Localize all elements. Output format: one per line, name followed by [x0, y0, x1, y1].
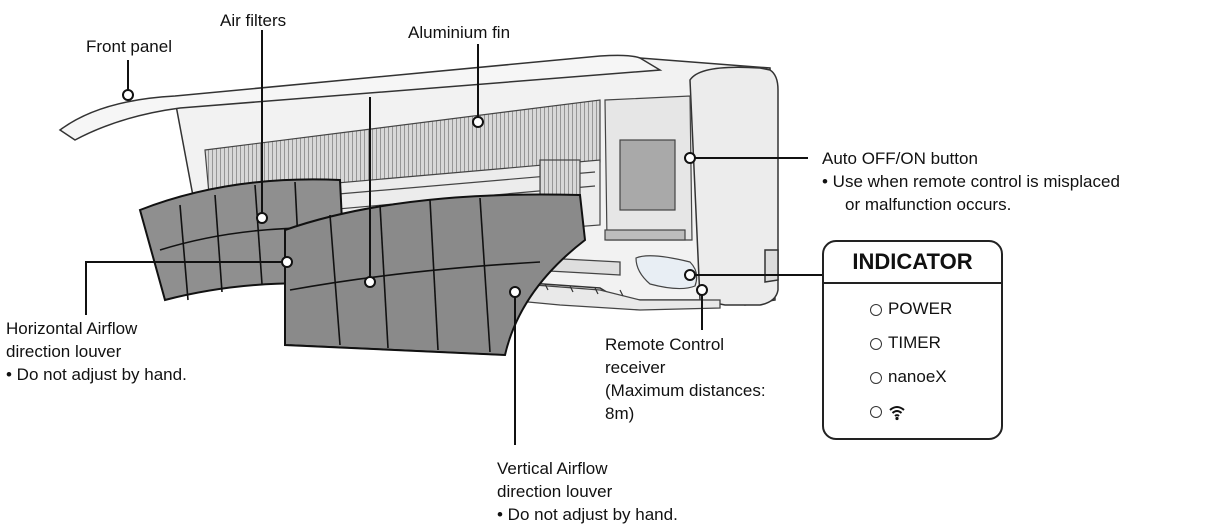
label-auto-button-note-1: • Use when remote control is misplaced	[822, 172, 1120, 191]
indicator-label-nanoex: nanoeX	[888, 367, 947, 386]
label-vertical-louver-2: direction louver	[497, 482, 613, 501]
indicator-legend: INDICATOR POWER TIMER nanoeX	[822, 240, 1003, 440]
indicator-label-timer: TIMER	[888, 333, 941, 352]
air-filter-right	[284, 193, 587, 357]
indicator-row-nanoex: nanoeX	[870, 366, 947, 388]
leader-lines	[85, 30, 822, 445]
indicator-row-timer: TIMER	[870, 332, 941, 354]
lamp-icon	[870, 405, 882, 418]
callout-dots	[122, 89, 708, 298]
indicator-row-wifi	[870, 400, 906, 422]
label-vertical-louver-1: Vertical Airflow	[497, 459, 608, 478]
label-air-filters: Air filters	[220, 11, 287, 30]
label-remote-receiver-4: 8m)	[605, 404, 635, 423]
label-remote-receiver-2: receiver	[605, 358, 666, 377]
lamp-icon	[870, 371, 882, 384]
indicator-title: INDICATOR	[824, 242, 1001, 284]
label-horizontal-louver-1: Horizontal Airflow	[6, 319, 138, 338]
label-auto-button-title: Auto OFF/ON button	[822, 149, 978, 168]
label-remote-receiver-1: Remote Control	[605, 335, 725, 354]
indicator-row-power: POWER	[870, 298, 952, 320]
label-horizontal-louver-3: • Do not adjust by hand.	[6, 365, 187, 384]
label-vertical-louver-3: • Do not adjust by hand.	[497, 505, 678, 524]
label-remote-receiver-3: (Maximum distances:	[605, 381, 766, 400]
indicator-window	[635, 255, 698, 290]
label-front-panel: Front panel	[86, 37, 172, 56]
control-box	[604, 95, 693, 241]
wifi-icon	[889, 405, 905, 420]
indicator-label-power: POWER	[888, 299, 953, 318]
label-horizontal-louver-2: direction louver	[6, 342, 122, 361]
lamp-icon	[870, 337, 882, 350]
front-panel	[58, 54, 663, 141]
label-aluminium-fin: Aluminium fin	[408, 23, 511, 42]
label-auto-button-note-2: or malfunction occurs.	[845, 195, 1012, 214]
lamp-icon	[870, 303, 882, 316]
